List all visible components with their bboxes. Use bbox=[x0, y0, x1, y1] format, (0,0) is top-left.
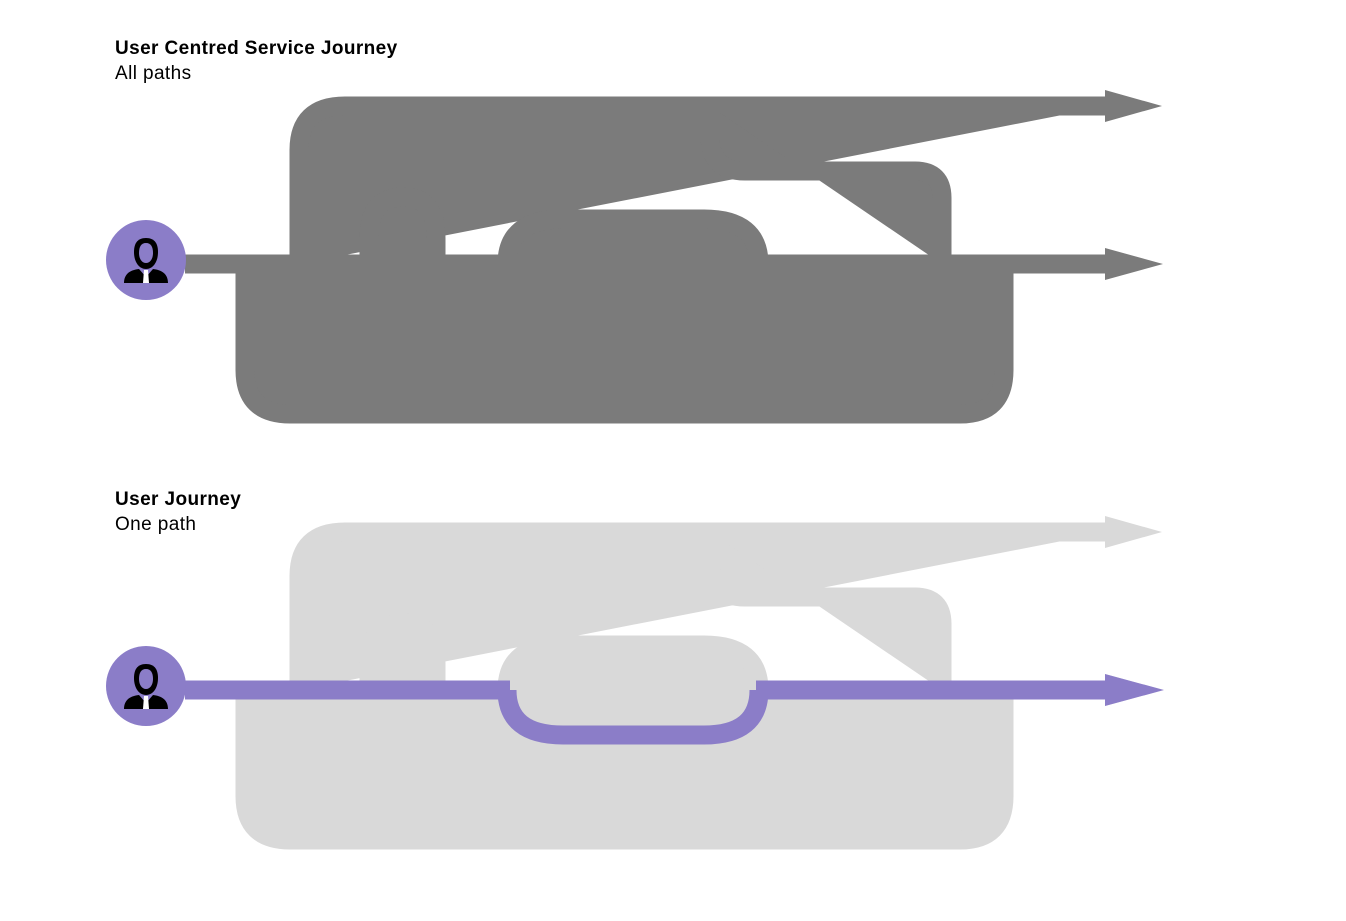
diagram-heading-all-paths: User Centred Service Journey All paths bbox=[115, 36, 398, 86]
user-icon bbox=[124, 238, 168, 283]
diagram-subtitle: One path bbox=[115, 514, 197, 535]
active-path-oval-lower bbox=[497, 689, 769, 745]
user-start-node bbox=[106, 646, 186, 726]
active-path bbox=[185, 674, 1164, 745]
journey-all-paths bbox=[106, 90, 1163, 414]
active-arrow bbox=[1105, 674, 1164, 706]
journey-one-path bbox=[106, 516, 1164, 840]
path-network-muted bbox=[185, 516, 1163, 840]
path-network bbox=[185, 90, 1163, 414]
diagram-title: User Journey bbox=[115, 489, 242, 510]
user-icon bbox=[124, 664, 168, 709]
diagram-heading-one-path: User Journey One path bbox=[115, 487, 241, 537]
diagram-title: User Centred Service Journey bbox=[115, 38, 398, 59]
diagram-subtitle: All paths bbox=[115, 63, 192, 84]
user-start-node bbox=[106, 220, 186, 300]
